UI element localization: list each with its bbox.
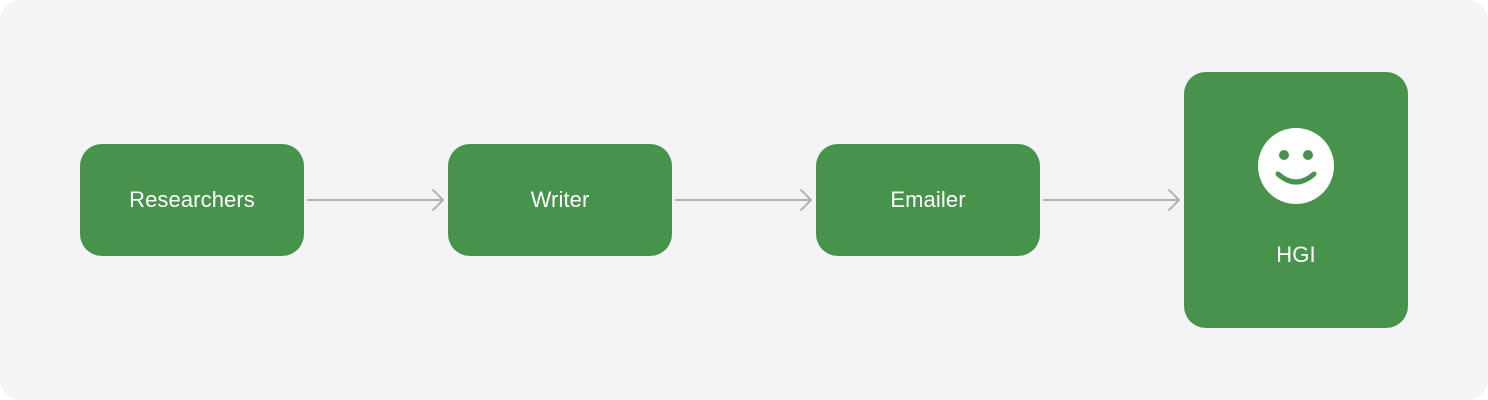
- node-emailer-label: Emailer: [890, 187, 966, 212]
- arrow-researchers-to-writer: [307, 189, 444, 211]
- arrow-writer-to-emailer: [675, 189, 812, 211]
- node-emailer: Emailer: [816, 144, 1040, 256]
- node-hgi-label: HGI: [1276, 242, 1316, 267]
- node-writer: Writer: [448, 144, 672, 256]
- node-hgi: HGI: [1184, 72, 1408, 328]
- node-researchers-label: Researchers: [129, 187, 255, 212]
- node-researchers: Researchers: [80, 144, 304, 256]
- smiley-face-icon: [1258, 128, 1334, 204]
- node-writer-label: Writer: [530, 187, 590, 212]
- arrow-emailer-to-hgi: [1043, 189, 1180, 211]
